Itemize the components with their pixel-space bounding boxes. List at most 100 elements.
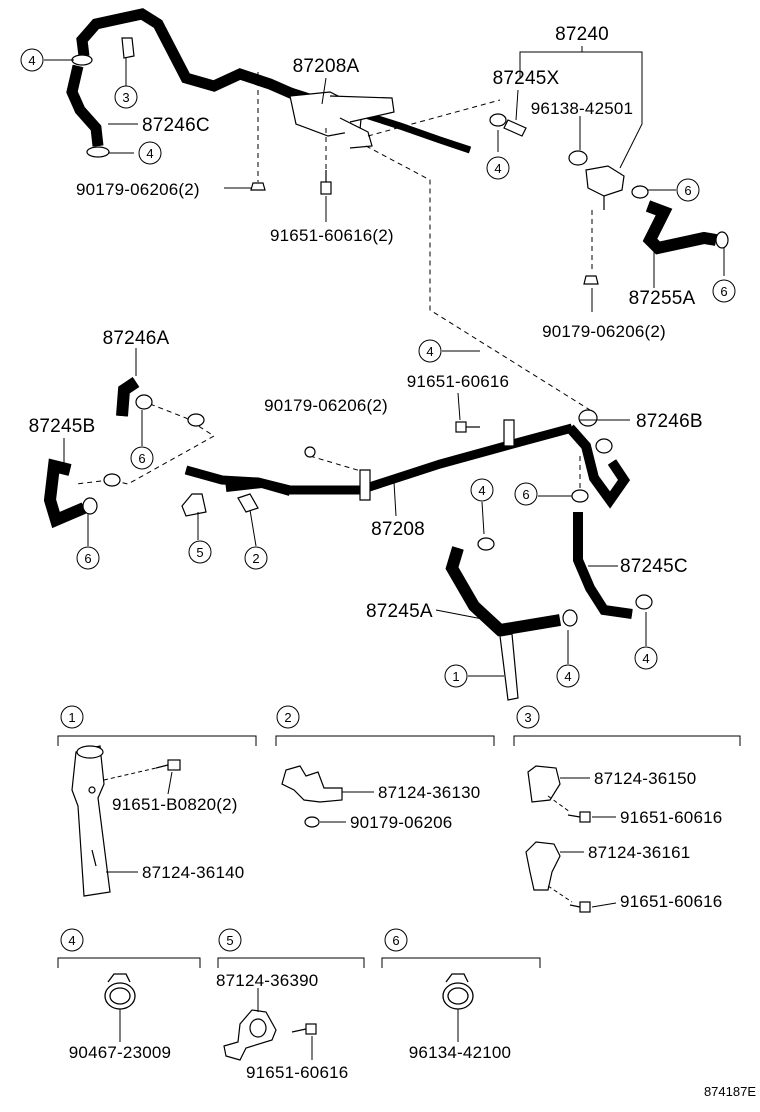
svg-text:1: 1 — [452, 669, 459, 684]
detail-frames — [57, 735, 741, 968]
svg-text:4: 4 — [28, 53, 35, 68]
clamp-5-small — [181, 493, 207, 517]
svg-text:2: 2 — [284, 710, 291, 725]
svg-text:3: 3 — [524, 710, 531, 725]
label-87245c: 87245C — [620, 556, 688, 577]
clamp-87124-36161 — [525, 841, 561, 891]
nut-90179-mid — [304, 446, 316, 458]
bracket-87124-36140 — [71, 745, 111, 897]
detail-2-callout: 2 — [276, 705, 300, 729]
callout-5-a: 5 — [188, 540, 212, 564]
label-87124-36161: 87124-36161 — [588, 843, 690, 862]
label-87240: 87240 — [555, 24, 609, 45]
label-87124-36150: 87124-36150 — [594, 769, 696, 788]
callout-4-a: 4 — [20, 48, 44, 72]
clamp-87124-36390 — [223, 1009, 277, 1061]
pipe-87208a — [248, 74, 472, 154]
callout-3-a: 3 — [114, 85, 138, 109]
svg-text:6: 6 — [84, 551, 91, 566]
svg-text:4: 4 — [478, 483, 485, 498]
label-87124-36390: 87124-36390 — [216, 971, 318, 990]
svg-text:4: 4 — [494, 161, 501, 176]
svg-text:6: 6 — [720, 284, 727, 299]
svg-text:5: 5 — [226, 933, 233, 948]
hose-clamp-96134-42100 — [442, 973, 474, 1010]
svg-text:6: 6 — [522, 487, 529, 502]
label-91651-60616-d5: 91651-60616 — [246, 1063, 348, 1082]
label-87255a: 87255A — [629, 288, 696, 309]
label-90179-06206-2-top: 90179-06206(2) — [76, 180, 200, 199]
dashed-leaders-top — [257, 72, 593, 411]
label-87245b: 87245B — [29, 416, 96, 437]
detail-6-callout: 6 — [384, 928, 408, 952]
svg-text:5: 5 — [196, 545, 203, 560]
callout-6-a: 6 — [676, 178, 700, 202]
label-91651-60616-2: 91651-60616(2) — [270, 226, 394, 245]
label-87245a: 87245A — [366, 601, 433, 622]
detail-2-leaders — [320, 791, 374, 823]
label-87124-36130: 87124-36130 — [378, 783, 480, 802]
detail-1-leaders-solid — [106, 771, 173, 873]
svg-text:4: 4 — [426, 344, 433, 359]
middle-leaders — [63, 348, 647, 677]
detail-4-callout: 4 — [60, 928, 84, 952]
detail-1-leaders — [103, 767, 157, 781]
hose-87245c — [571, 489, 653, 619]
callout-4-e: 4 — [470, 478, 494, 502]
label-87246a: 87246A — [103, 328, 170, 349]
label-91651-60616-d3a: 91651-60616 — [620, 808, 722, 827]
callout-6-d: 6 — [76, 546, 100, 570]
detail-1-callout: 1 — [60, 705, 84, 729]
svg-text:4: 4 — [68, 933, 75, 948]
svg-text:1: 1 — [68, 710, 75, 725]
svg-text:4: 4 — [564, 669, 571, 684]
label-87208: 87208 — [371, 519, 425, 540]
hose-87246a — [116, 377, 205, 427]
dashed-leaders-middle — [75, 403, 581, 496]
bolt-91651-b0820 — [155, 759, 181, 771]
svg-text:4: 4 — [642, 651, 649, 666]
callout-4-c: 4 — [486, 156, 510, 180]
label-87208a: 87208A — [293, 56, 360, 77]
pipe-87208 — [184, 409, 631, 509]
detail-3-leaders — [560, 777, 617, 908]
label-90179-06206-2-right: 90179-06206(2) — [542, 322, 666, 341]
bolt-91651-60616-d3b — [569, 901, 591, 913]
hose-clamp-90467-23009 — [104, 973, 136, 1010]
label-87245x: 87245X — [493, 68, 560, 89]
label-91651-b0820-2: 91651-B0820(2) — [112, 795, 238, 814]
callout-4-f: 4 — [556, 664, 580, 688]
label-90467-23009: 90467-23009 — [69, 1043, 171, 1062]
detail-5-leaders — [257, 988, 313, 1060]
bolt-91651-60616-top — [320, 170, 332, 195]
callout-4-b: 4 — [138, 141, 162, 165]
svg-text:6: 6 — [684, 183, 691, 198]
svg-text:4: 4 — [146, 146, 153, 161]
svg-text:6: 6 — [138, 451, 145, 466]
bolt-91651-60616-mid — [455, 421, 480, 433]
hose-87245x — [489, 113, 527, 137]
diagram-reference-code: 874187E — [704, 1084, 756, 1099]
callout-6-b: 6 — [712, 279, 736, 303]
label-90179-06206: 90179-06206 — [350, 813, 452, 832]
clamp-87124-36150 — [527, 765, 561, 803]
label-90179-06206-2-mid: 90179-06206(2) — [264, 396, 388, 415]
nut-90179-right — [583, 275, 599, 285]
nut-90179-top — [250, 182, 266, 191]
vsv-87240 — [568, 150, 649, 210]
hose-87255a — [642, 200, 729, 255]
svg-text:6: 6 — [392, 933, 399, 948]
label-91651-60616-mid: 91651-60616 — [407, 372, 509, 391]
label-87246b: 87246B — [636, 411, 703, 432]
label-87124-36140: 87124-36140 — [142, 863, 244, 882]
bolt-91651-60616-d5 — [291, 1023, 317, 1035]
label-96138-42501: 96138-42501 — [531, 99, 633, 118]
callout-4-d: 4 — [418, 339, 442, 363]
callout-4-g: 4 — [634, 646, 658, 670]
clamp-87124-36130 — [281, 765, 343, 828]
callout-6-c: 6 — [130, 446, 154, 470]
detail-5-callout: 5 — [218, 928, 242, 952]
svg-text:2: 2 — [252, 551, 259, 566]
clamp-top-left — [71, 37, 135, 158]
